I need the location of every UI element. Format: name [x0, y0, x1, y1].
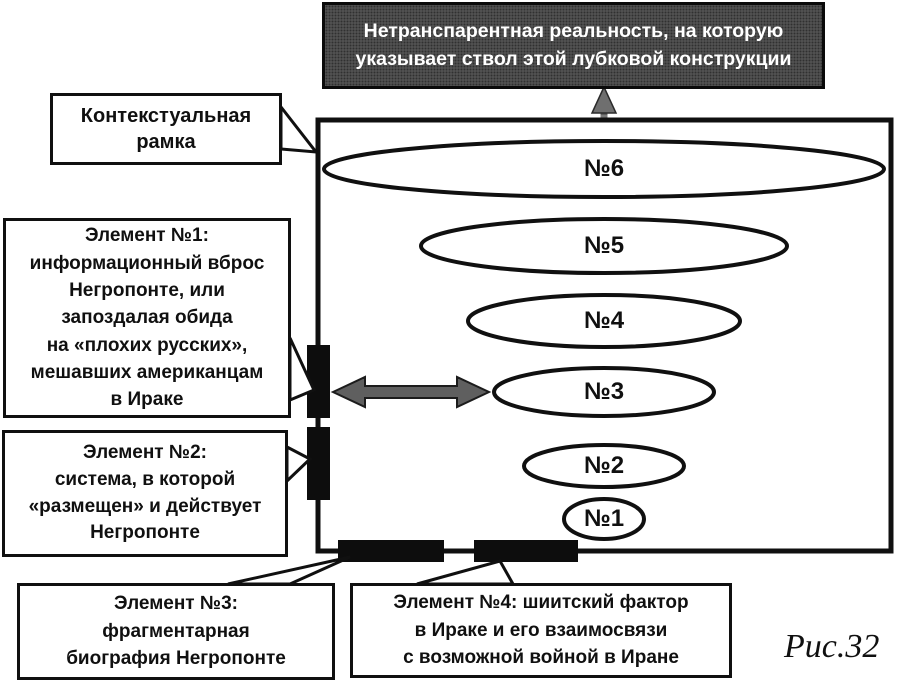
element2-callout-tail: [285, 444, 313, 485]
level-ellipse-4: [466, 293, 742, 349]
context-callout-tail: [279, 102, 320, 154]
level-ellipse-5: [419, 217, 789, 275]
bottom-anchor-tab-1: [338, 540, 444, 562]
up-arrow-icon: [590, 85, 618, 114]
left-anchor-tab-2: [307, 427, 330, 500]
level-ellipse-6: [322, 139, 886, 199]
element4-callout: Элемент №4: шиитский фактор в Ираке и ег…: [350, 583, 732, 678]
context-frame-label: Контекстуальная рамка: [80, 105, 252, 153]
level-label-5: №5: [583, 232, 625, 259]
bottom-anchor-tab-2: [474, 540, 578, 562]
element3-callout: Элемент №3: фрагментарная биография Негр…: [17, 583, 335, 680]
context-frame-callout: Контекстуальная рамка: [50, 93, 282, 165]
level-label-1: №1: [583, 505, 625, 532]
level-label-2: №2: [583, 452, 625, 479]
level-ellipse-3: [492, 366, 716, 418]
element3-callout-tail: [227, 555, 351, 586]
reality-box-text: Нетранспарентная реальность, на которую …: [355, 20, 792, 70]
level-label-3: №3: [583, 378, 625, 405]
reality-box: Нетранспарентная реальность, на которую …: [322, 2, 825, 89]
element2-label: Элемент №2: система, в которой «размещен…: [28, 441, 262, 544]
figure-caption: Рис.32: [784, 628, 880, 665]
double-arrow-icon: [330, 375, 492, 409]
element4-callout-tail: [416, 559, 516, 586]
level-ellipse-2: [522, 443, 686, 489]
left-anchor-tab-1: [307, 345, 330, 418]
element3-label: Элемент №3: фрагментарная биография Негр…: [66, 593, 286, 670]
element1-callout: Элемент №1: информационный вброс Негропо…: [3, 218, 291, 418]
element2-callout: Элемент №2: система, в которой «размещен…: [2, 430, 288, 557]
element1-label: Элемент №1: информационный вброс Негропо…: [29, 225, 265, 411]
level-label-6: №6: [583, 155, 625, 182]
level-label-4: №4: [583, 307, 625, 334]
level-ellipse-1: [562, 497, 646, 541]
element4-label: Элемент №4: шиитский фактор в Ираке и ег…: [393, 592, 689, 669]
